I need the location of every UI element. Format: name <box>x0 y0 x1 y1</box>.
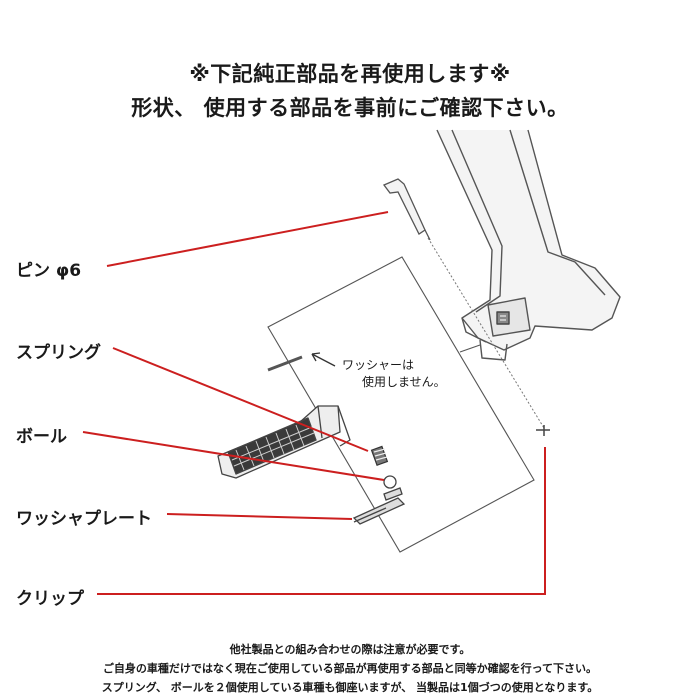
leader-lines <box>82 211 546 595</box>
ball-drawing <box>383 475 397 489</box>
label-clip: クリップ <box>16 589 84 609</box>
exploded-view-box <box>267 256 535 553</box>
pin-leader-line <box>106 211 389 267</box>
bracket-drawing <box>436 129 621 361</box>
footer-line-1: 他社製品との組み合わせの際は注意が必要です。 <box>229 643 471 656</box>
label-spring: スプリング <box>16 343 101 363</box>
spring-leader-line <box>112 347 369 452</box>
step-pedal-drawing <box>217 405 351 479</box>
spring-drawing <box>370 445 389 466</box>
footer-line-2: ご自身の車種だけではなく現在ご使用している部品が再使用する部品と同等か確認を行っ… <box>102 662 598 675</box>
label-ball: ボール <box>16 427 67 447</box>
label-washer-plate: ワッシャプレート <box>16 509 152 529</box>
washer-note-line-2: 使用しません。 <box>362 375 446 389</box>
washer-drawing <box>267 355 303 372</box>
washer-plate-drawing <box>352 487 406 525</box>
washer-note-line-1: ワッシャーは <box>342 358 415 372</box>
label-pin: ピン φ6 <box>16 261 82 281</box>
pin-drawing <box>382 178 431 241</box>
washer-arrow <box>311 352 336 367</box>
clip-drawing <box>536 425 550 436</box>
footer-line-3: スプリング、 ボールを２個使用している車種も御座いますが、 当製品は1個づつの使… <box>101 681 599 694</box>
pin-axis-line <box>427 237 545 429</box>
header-line-2: 形状、 使用する部品を事前にご確認下さい。 <box>131 96 569 120</box>
ball-leader-line <box>82 431 385 481</box>
clip-leader-line <box>97 447 546 595</box>
washer-plate-leader-line <box>166 513 353 520</box>
header-line-1: ※下記純正部品を再使用します※ <box>189 62 511 86</box>
